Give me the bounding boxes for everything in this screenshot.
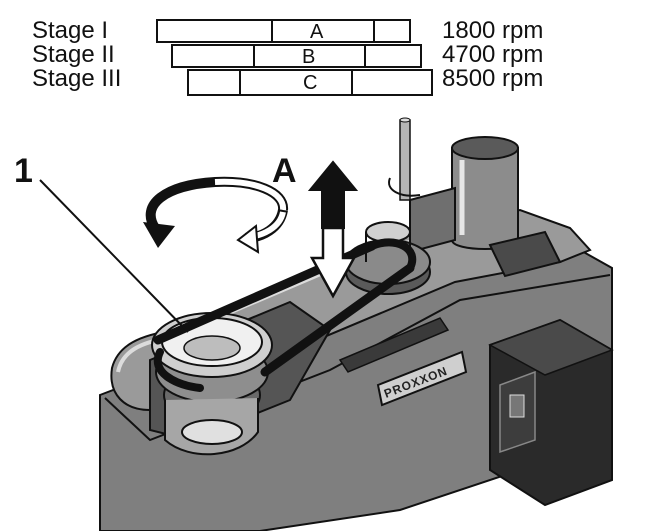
pulley-row-1 [156,19,411,43]
callout-1: 1 [14,152,189,333]
stage-label-2: Stage II [32,41,115,68]
stage-label-3: Stage III [32,65,121,92]
depth-rod [388,117,421,201]
pulley-step [171,44,255,68]
pulley-step [156,19,273,43]
pulley-letter-a: A [310,21,324,43]
housing-front-bevel [104,274,611,442]
drill-press-head: PROXXON [99,117,614,531]
rear-housing-cup [488,230,562,278]
arrow-down [309,226,357,299]
pulley-row-2 [171,44,422,68]
power-switch [509,394,525,418]
pulley-step [187,69,241,96]
brand-plate: PROXXON [376,350,468,407]
callout-label-1: 1 [14,152,33,190]
rotation-arrow-icon [143,176,288,254]
callout-a: A [272,152,297,190]
spindle-housing [164,398,259,456]
column-cylinder [451,136,519,250]
arrow-up [307,160,359,229]
leader-line [39,179,189,333]
pulley-step [364,44,422,68]
pulley-row-3 [187,69,433,96]
rpm-label-3: 8500 rpm [442,65,543,92]
stage-label-1: Stage I [32,17,108,44]
rpm-label-1: 1800 rpm [442,17,543,44]
rear-housing-block [409,186,456,254]
housing-slot [338,317,450,373]
callout-label-a: A [272,152,297,190]
pulley-step [373,19,411,43]
switch-box [488,318,614,507]
pulley-letter-c: C [303,72,317,94]
speed-table: Stage I Stage II Stage III A B C 1800 rp… [32,17,543,96]
pulley-step [239,69,353,96]
pulley-step [351,69,433,96]
pulley-letter-b: B [302,46,315,68]
rpm-label-2: 4700 rpm [442,41,543,68]
